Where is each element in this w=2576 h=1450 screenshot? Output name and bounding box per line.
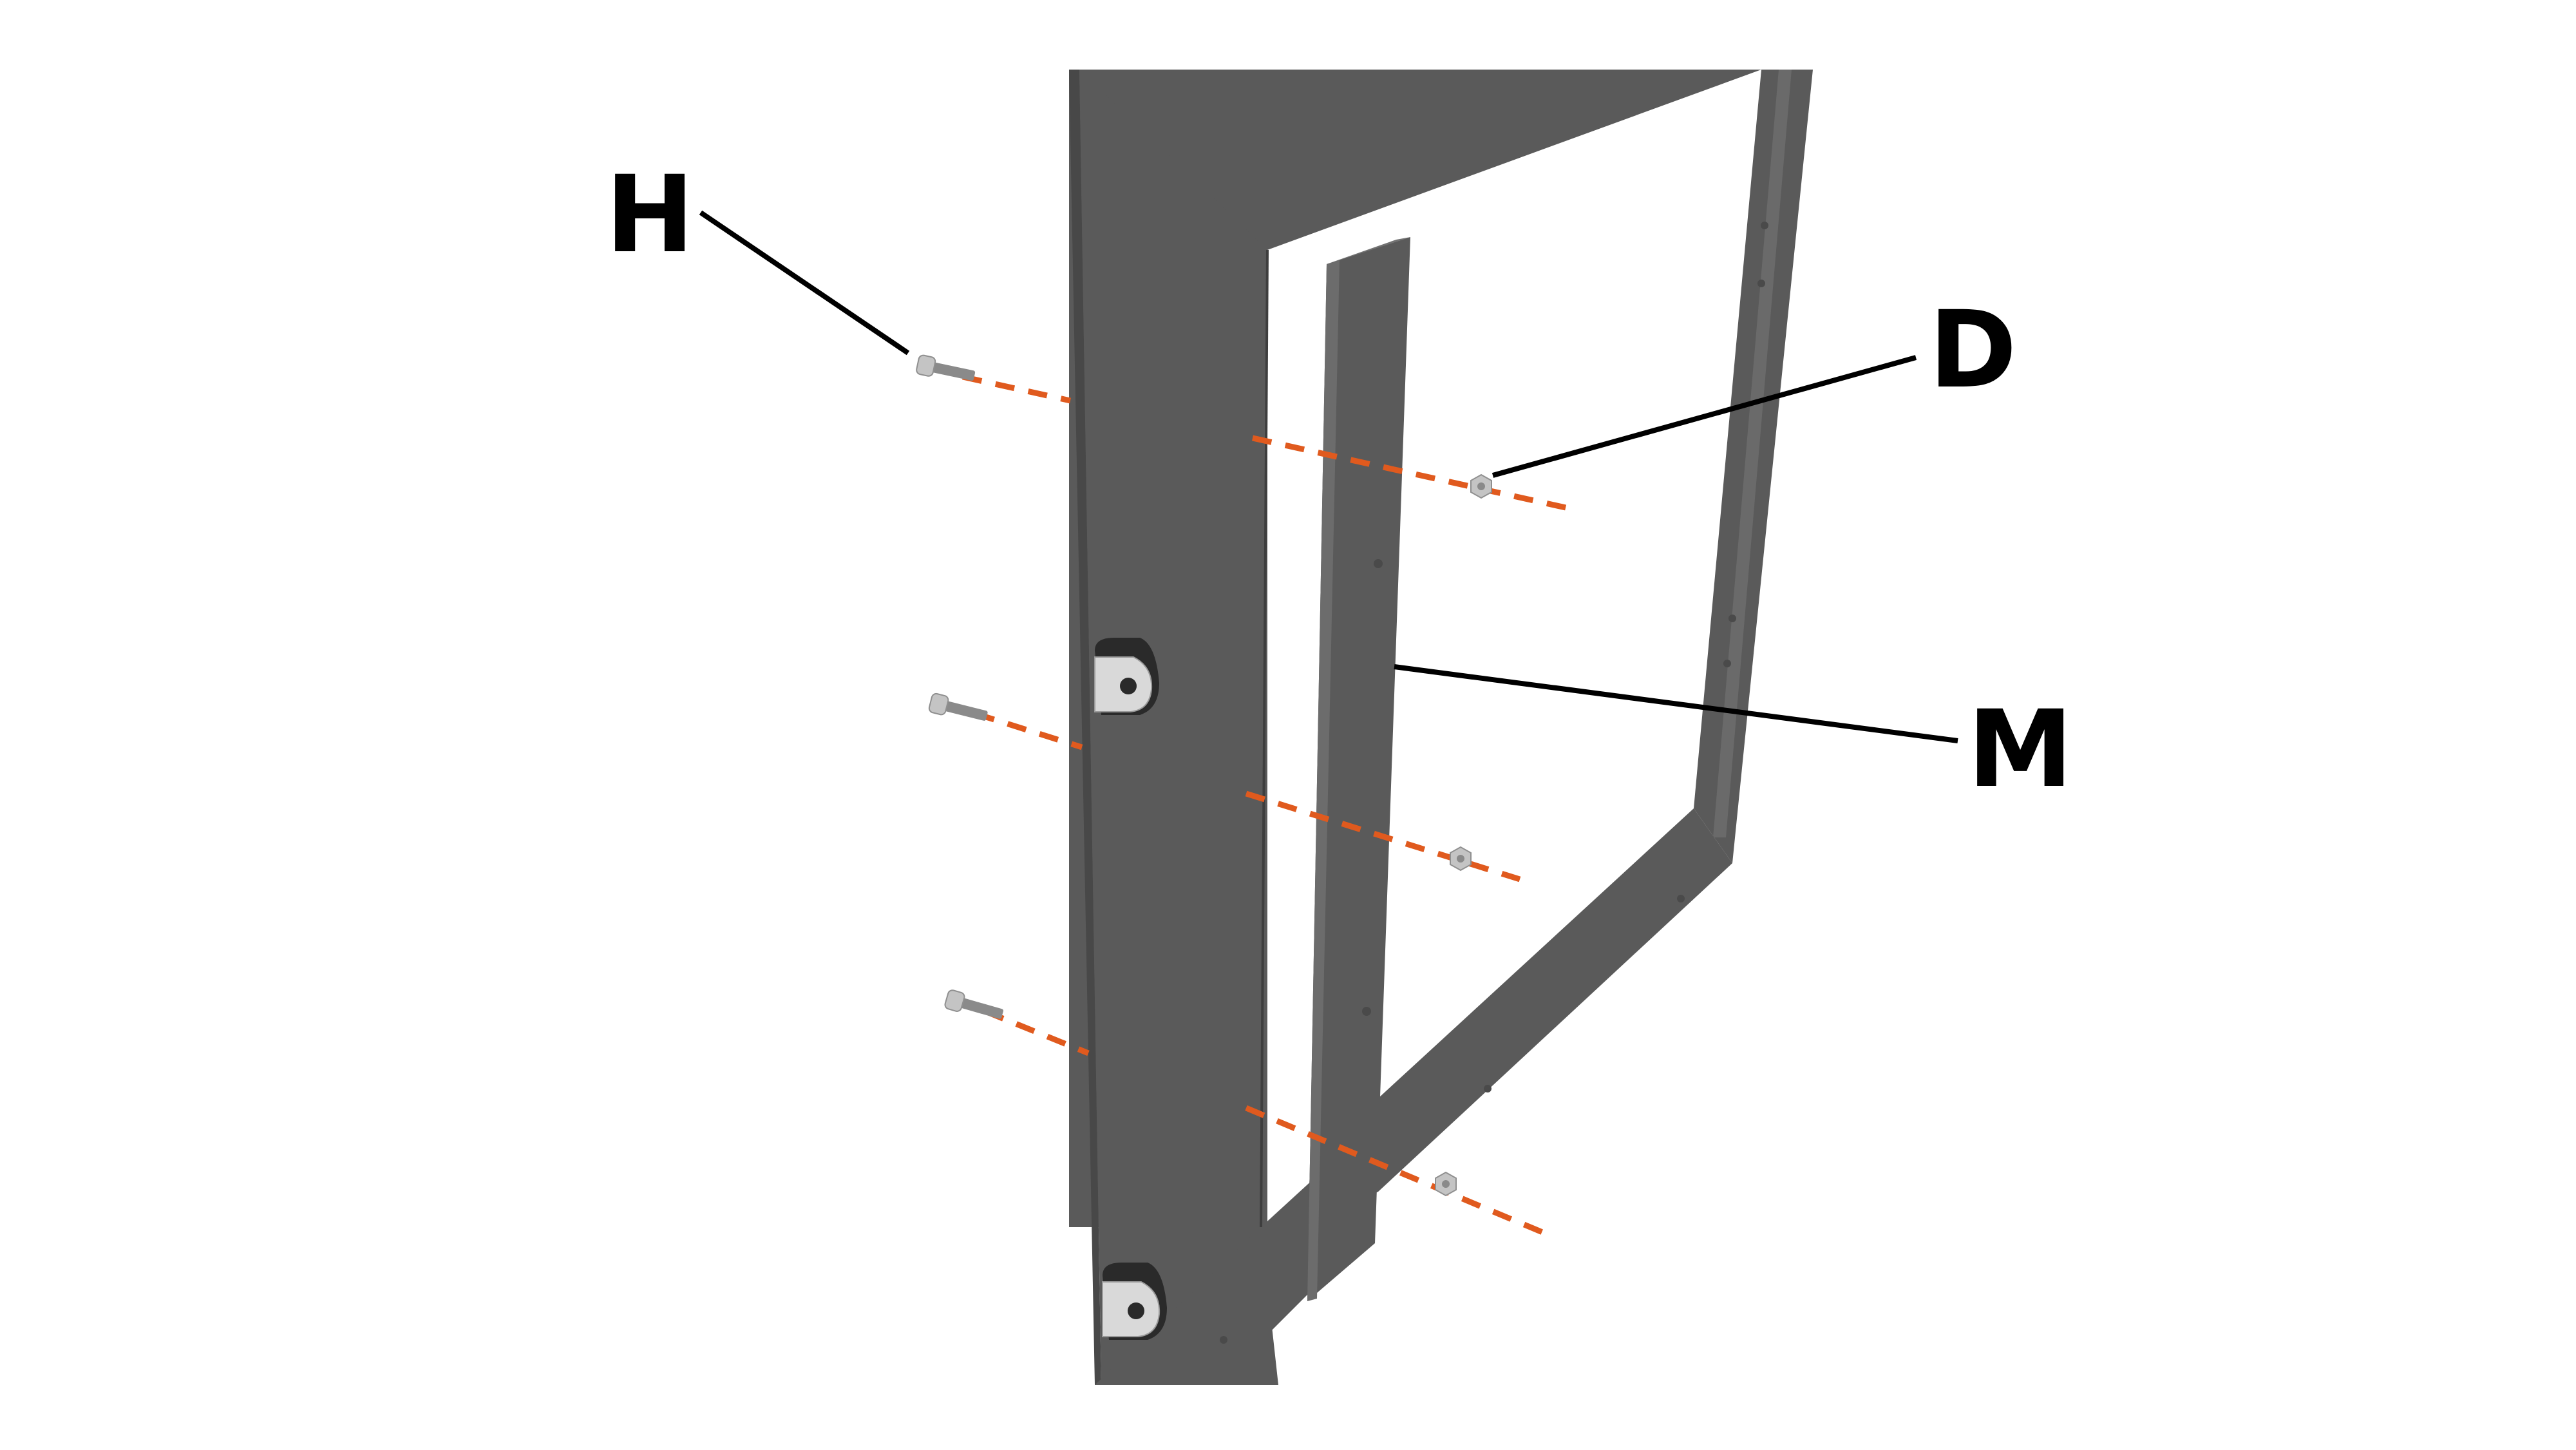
- center-rail-side: [1307, 260, 1340, 1301]
- guide-lines: [962, 374, 1572, 1237]
- leader-lines: [699, 210, 1958, 743]
- leader-line-nut: [1492, 355, 1917, 478]
- center-rail-hole: [1362, 1007, 1371, 1016]
- bolt: [928, 692, 988, 721]
- side-frame-bottom-rail: [1307, 808, 1732, 1224]
- center-rail-hole: [1374, 559, 1383, 568]
- frame-hole: [1484, 1085, 1492, 1092]
- guide-line: [984, 1008, 1090, 1056]
- bolt: [916, 354, 976, 381]
- frame-holes: [1220, 222, 1768, 1344]
- frame-hole: [1723, 660, 1731, 667]
- nut: [1435, 1171, 1457, 1197]
- center-rail-top: [1327, 237, 1410, 264]
- side-frame: [1069, 70, 1813, 1385]
- bolts: [916, 354, 1004, 1019]
- guide-line: [1245, 790, 1521, 882]
- side-frame-left-edge: [1069, 70, 1101, 1385]
- frame-hole: [1761, 222, 1768, 229]
- guide-line: [962, 374, 1071, 404]
- brackets: [1094, 638, 1167, 1340]
- guide-line: [974, 711, 1083, 750]
- side-frame-inner-edge: [1260, 249, 1269, 1228]
- guide-line: [1252, 435, 1572, 512]
- callout-label-nut: D: [1929, 288, 2017, 412]
- leader-line-rail: [1394, 664, 1958, 743]
- mounting-bracket: [1102, 1263, 1167, 1340]
- frame-hole: [1220, 1336, 1227, 1344]
- bolt: [944, 989, 1004, 1019]
- center-rail: [1307, 237, 1410, 1301]
- leader-line-bolt: [699, 210, 910, 356]
- frame-hole: [1757, 280, 1765, 287]
- nut: [1450, 846, 1472, 872]
- side-frame-left-leg: [1079, 70, 1278, 1385]
- guide-line: [1245, 1105, 1547, 1237]
- callout-label-rail: M: [1967, 687, 2073, 811]
- frame-hole: [1728, 615, 1736, 622]
- side-frame-right-post-edge: [1713, 70, 1792, 837]
- callout-label-bolt: H: [605, 153, 694, 276]
- nut: [1470, 473, 1492, 499]
- frame-hole: [1677, 895, 1685, 902]
- mounting-bracket: [1094, 638, 1159, 715]
- nuts: [1435, 473, 1492, 1197]
